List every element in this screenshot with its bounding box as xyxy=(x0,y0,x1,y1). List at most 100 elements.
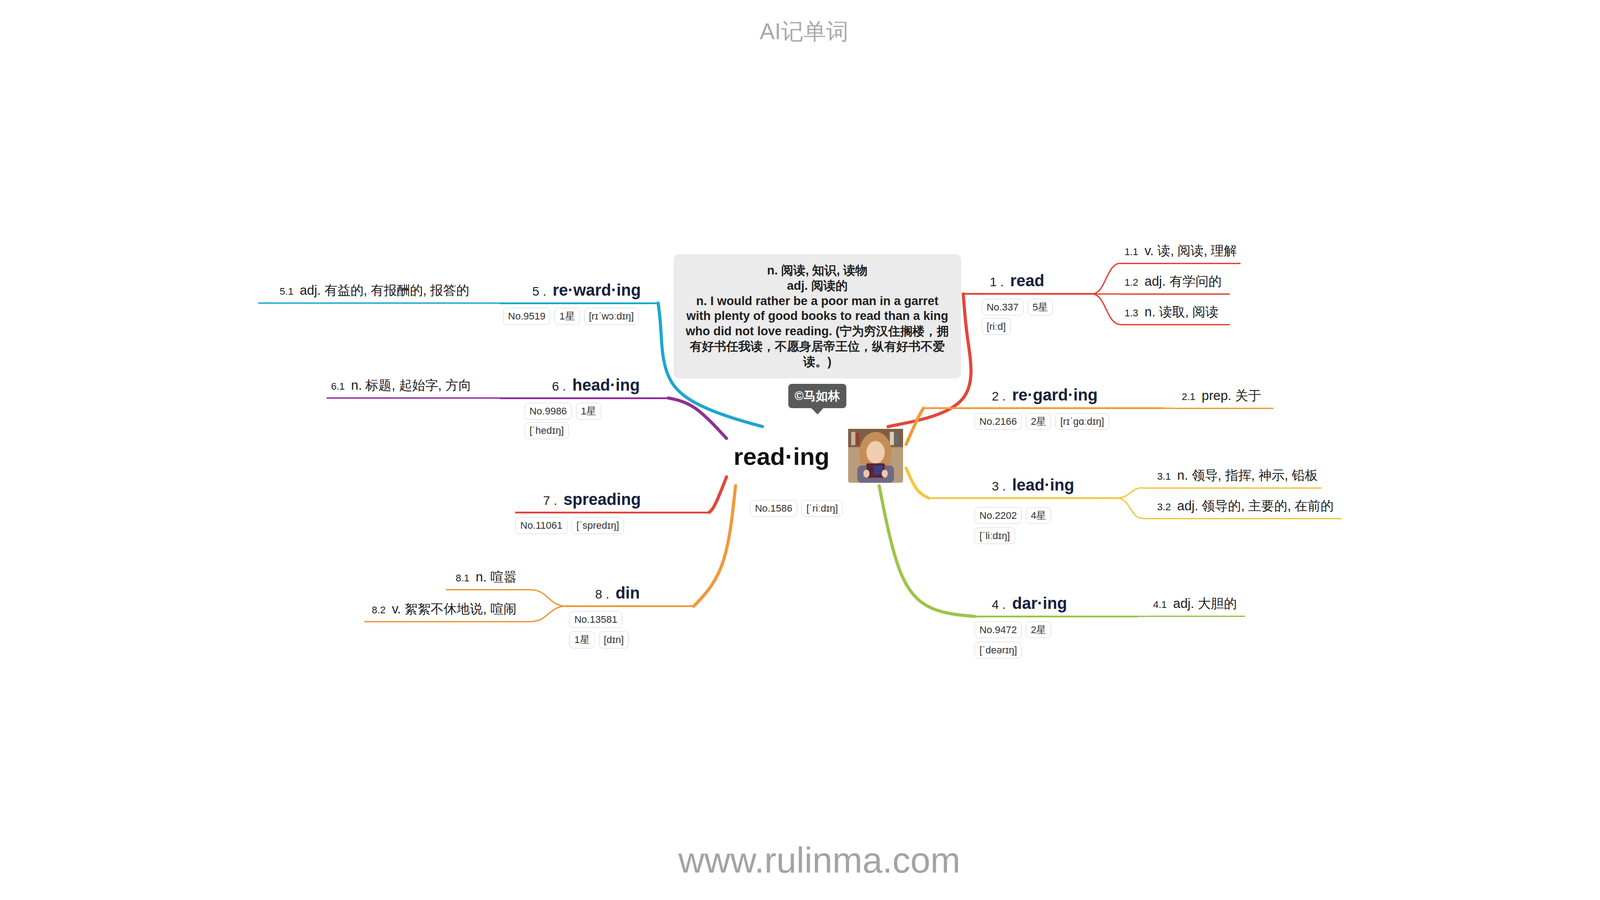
info-text: 1星 xyxy=(580,405,597,417)
branch-connector xyxy=(1137,615,1149,617)
info-pill: 1星 xyxy=(554,307,580,325)
sense-node: 8.1n. 喧嚣 xyxy=(445,568,531,591)
info-text: [ˈhedɪŋ] xyxy=(529,424,564,436)
info-pill: No.9986 xyxy=(524,402,572,420)
info-text: No.2202 xyxy=(979,509,1017,522)
branch-word: re·gard·ing xyxy=(1011,385,1098,405)
sense-text: v. 絮絮不休地说, 喧闹 xyxy=(391,600,517,619)
info-pill: [ˈriːdɪŋ] xyxy=(801,499,843,517)
branch-connector xyxy=(879,485,975,616)
headword-node: read·ing xyxy=(726,426,907,486)
photo-book-cover xyxy=(873,465,883,475)
definition-text: n. I would rather be a poor man in a gar… xyxy=(683,293,952,370)
sense-text: n. 标题, 起始字, 方向 xyxy=(350,376,472,395)
branch-node: 8 .din xyxy=(566,583,694,607)
sense-node: 6.1 n. 标题, 起始字, 方向 xyxy=(326,376,490,399)
definition-text: adj. 阅读的 xyxy=(683,278,952,294)
sense-text: adj. 有学问的 xyxy=(1144,272,1222,291)
info-pill: [rɪˈgɑːdɪŋ] xyxy=(1055,413,1110,431)
copyright-text: ©马如林 xyxy=(794,389,841,403)
photo-body xyxy=(857,465,894,483)
sense-node: 1.2adj. 有学问的 xyxy=(1120,272,1230,295)
branch-node: 3 .lead·ing xyxy=(928,475,1118,499)
info-pill: [rɪˈwɔːdɪŋ] xyxy=(584,307,639,325)
branch-connector xyxy=(693,485,736,607)
page-title: AI记单词 xyxy=(759,16,849,47)
sense-text: adj. 大胆的 xyxy=(1173,594,1237,613)
info-pill: 1星 xyxy=(575,402,602,420)
sense-node: 1.1v. 读, 阅读, 理解 xyxy=(1120,242,1241,265)
info-text: No.9986 xyxy=(529,405,567,417)
info-text: No.1586 xyxy=(755,502,793,514)
sense-number: 3.1 xyxy=(1157,470,1172,483)
photo-book-spine xyxy=(889,431,895,445)
sense-node: 3.1n. 领导, 指挥, 神示, 铅板 xyxy=(1142,466,1322,489)
photo-book-spine xyxy=(851,431,856,445)
branch-number: 2 . xyxy=(991,389,1006,404)
branch-node: 6 . head·ing xyxy=(499,375,669,400)
branch-connector xyxy=(1092,293,1121,325)
info-text: No.9472 xyxy=(979,624,1017,636)
sense-text: n. 读取, 阅读 xyxy=(1144,303,1219,322)
info-text: [riːd] xyxy=(986,320,1007,333)
info-text: [dɪn] xyxy=(603,633,625,646)
definition-text: n. 阅读, 知识, 读物 xyxy=(683,263,952,279)
info-text: No.2166 xyxy=(979,415,1017,427)
branch-node: 2 . re·gard·ing xyxy=(923,385,1164,409)
sense-text: n. 喧嚣 xyxy=(475,568,517,587)
branch-connector xyxy=(906,467,929,499)
info-text: 1星 xyxy=(559,310,575,322)
branch-connector xyxy=(709,476,727,513)
branch-number: 6 . xyxy=(552,379,567,394)
info-text: No.9519 xyxy=(507,310,546,322)
info-text: No.13581 xyxy=(574,613,617,625)
info-text: 4星 xyxy=(1030,509,1047,522)
sense-number: 1.1 xyxy=(1124,246,1139,258)
info-pill: 4星 xyxy=(1025,507,1052,525)
sense-text: adj. 有益的, 有报酬的, 报答的 xyxy=(299,281,470,300)
photo-book-spine xyxy=(856,432,860,445)
branch-word: spreading xyxy=(563,489,641,509)
branch-connector xyxy=(1092,263,1121,294)
branch-number: 7 . xyxy=(543,493,558,508)
info-text: [ˈriːdɪŋ] xyxy=(806,502,838,514)
branch-word: head·ing xyxy=(572,375,640,395)
branch-connector xyxy=(1163,407,1174,409)
sense-node: 3.2 adj. 领导的, 主要的, 在前的 xyxy=(1142,497,1342,520)
info-pill: No.337 xyxy=(981,298,1024,316)
sense-number: 3.2 xyxy=(1157,501,1172,513)
sense-number: 4.1 xyxy=(1153,598,1168,611)
info-text: [rɪˈgɑːdɪŋ] xyxy=(1060,415,1105,427)
branch-number: 1 . xyxy=(989,274,1004,290)
branch-number: 8 . xyxy=(595,587,610,602)
info-pill: 1星 xyxy=(569,631,595,649)
info-pill: No.1586 xyxy=(750,499,798,517)
branch-word: lead·ing xyxy=(1011,475,1075,495)
sense-number: 8.2 xyxy=(371,604,386,616)
sense-number: 6.1 xyxy=(331,380,346,393)
sense-node: 1.3 n. 读取, 阅读 xyxy=(1120,303,1230,326)
photo-background xyxy=(848,428,904,483)
sense-node: 4.1 adj. 大胆的 xyxy=(1147,594,1245,617)
info-pill: [ˈspredɪŋ] xyxy=(571,516,625,535)
watermark: www.rulinma.com xyxy=(678,839,961,881)
info-text: 5星 xyxy=(1032,301,1048,313)
branch-connector xyxy=(906,408,924,445)
sense-number: 1.3 xyxy=(1124,307,1139,320)
headword: read·ing xyxy=(733,442,830,471)
info-text: No.337 xyxy=(986,301,1019,313)
info-pill: [riːd] xyxy=(981,318,1012,336)
sense-text: prep. 关于 xyxy=(1201,386,1262,405)
branch-word: read xyxy=(1010,271,1045,291)
branch-number: 5 . xyxy=(532,284,547,299)
branch-connector xyxy=(530,606,567,622)
badge-pointer xyxy=(811,408,824,415)
info-text: [ˈdeərɪŋ] xyxy=(979,644,1018,656)
sense-number: 5.1 xyxy=(279,285,294,298)
photo-book xyxy=(866,463,886,478)
branch-number: 4 . xyxy=(991,597,1006,612)
info-pill: No.13581 xyxy=(569,611,622,629)
branch-node: 7 . spreading xyxy=(515,489,710,514)
sense-text: adj. 领导的, 主要的, 在前的 xyxy=(1177,497,1334,516)
